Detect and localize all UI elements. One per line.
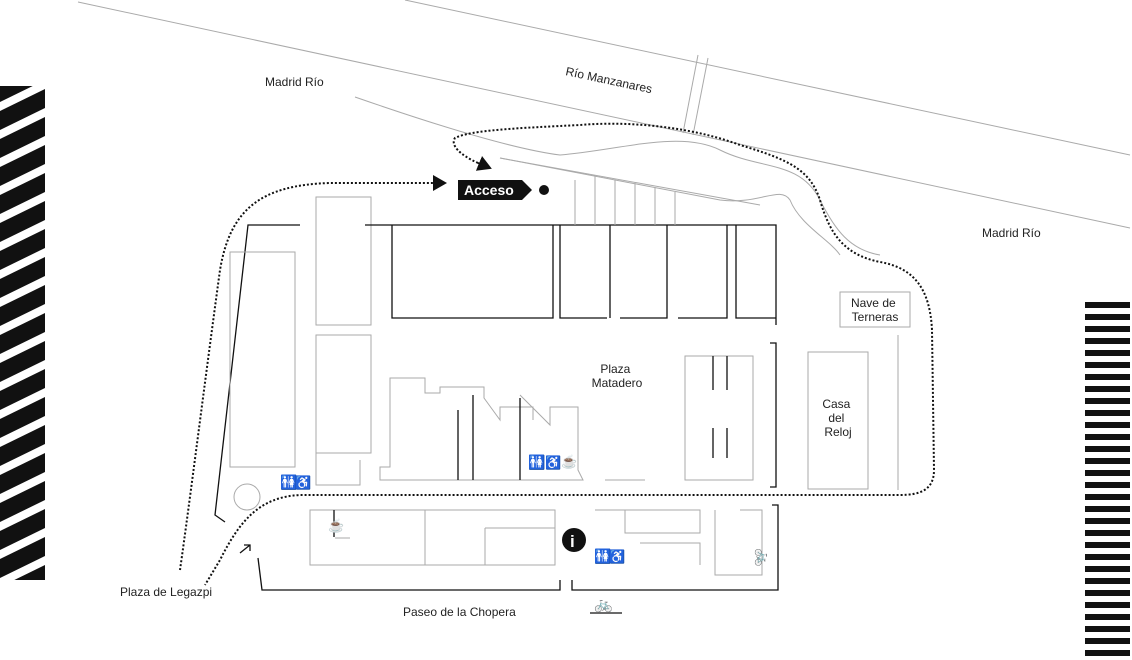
- stripe: [0, 528, 45, 559]
- stripe: [1085, 566, 1130, 572]
- acceso-marker[interactable]: Acceso: [458, 180, 549, 200]
- stripe: [1085, 434, 1130, 440]
- stripe: [1085, 302, 1130, 308]
- stripe: [1085, 578, 1130, 584]
- svg-text:☕: ☕: [561, 453, 577, 469]
- svg-text:♿: ♿: [545, 455, 561, 470]
- stripe: [0, 500, 45, 531]
- stripe: [0, 416, 45, 447]
- bicycle-icon[interactable]: 🚲: [594, 596, 613, 613]
- stripe: [1085, 410, 1130, 416]
- stripe: [1085, 590, 1130, 596]
- stripe: [1085, 314, 1130, 320]
- right-stripe-border: [1085, 302, 1130, 656]
- stripe: [1085, 602, 1130, 608]
- stripe: [0, 276, 45, 307]
- acceso-label: Acceso: [464, 182, 514, 198]
- buildings: [214, 175, 911, 614]
- stripe: [1085, 470, 1130, 476]
- svg-text:🚻: 🚻: [528, 454, 545, 471]
- stripe: [1085, 650, 1130, 656]
- cafe-icon[interactable]: ☕: [561, 453, 577, 469]
- roads: [77, 0, 1131, 256]
- stripe: [1085, 638, 1130, 644]
- stripe: [1085, 398, 1130, 404]
- access-point-icon: [539, 185, 549, 195]
- accessible-icon: ♿: [609, 549, 625, 564]
- svg-text:i: i: [570, 532, 575, 551]
- walking-route: [179, 122, 936, 586]
- stripe: [1085, 422, 1130, 428]
- left-stripe-border: [0, 86, 45, 615]
- stripe: [0, 556, 45, 580]
- svg-text:☕: ☕: [328, 517, 344, 533]
- svg-text:♿: ♿: [295, 475, 311, 490]
- stripe: [0, 220, 45, 251]
- stripe: [1085, 386, 1130, 392]
- svg-text:🚲: 🚲: [754, 548, 771, 567]
- svg-text:🚲: 🚲: [594, 596, 613, 613]
- stripe: [0, 164, 45, 195]
- svg-text:♿: ♿: [609, 549, 625, 564]
- toilets-icon[interactable]: 🚻: [280, 474, 297, 491]
- accessible-icon: ♿: [295, 475, 311, 490]
- stripe: [0, 192, 45, 223]
- stripe: [1085, 530, 1130, 536]
- cafe-icon[interactable]: ☕: [328, 517, 344, 533]
- stripe: [0, 388, 45, 419]
- toilets-icon[interactable]: 🚻: [528, 454, 545, 471]
- stripe: [0, 248, 45, 279]
- stripe: [0, 584, 45, 615]
- stripe: [1085, 326, 1130, 332]
- paseo-de-la-chopera-label: Paseo de la Chopera: [403, 605, 516, 619]
- stripe: [1085, 554, 1130, 560]
- entrance-arrow-icon: [239, 544, 251, 554]
- accessible-icon: ♿: [545, 455, 561, 470]
- stripe: [1085, 458, 1130, 464]
- plaza-matadero-label: Plaza Matadero: [592, 362, 643, 390]
- stripe: [0, 136, 45, 167]
- stripe: [1085, 506, 1130, 512]
- stripe: [1085, 482, 1130, 488]
- stripe: [1085, 614, 1130, 620]
- stripe: [1085, 626, 1130, 632]
- stripe: [1085, 338, 1130, 344]
- stripe: [0, 360, 45, 391]
- madrid-rio-east-label: Madrid Río: [982, 226, 1041, 240]
- stripe: [1085, 446, 1130, 452]
- nave-de-terneras-label: Nave de Terneras: [851, 296, 899, 324]
- stripe: [1085, 542, 1130, 548]
- rio-manzanares-label: Río Manzanares: [564, 64, 653, 96]
- madrid-rio-west-label: Madrid Río: [265, 75, 324, 89]
- svg-text:🚻: 🚻: [594, 548, 611, 565]
- info-icon[interactable]: i: [562, 528, 586, 552]
- stripe: [0, 472, 45, 503]
- casa-del-reloj-label: Casa del Reloj: [822, 397, 853, 439]
- stripe: [1085, 350, 1130, 356]
- stripe: [1085, 374, 1130, 380]
- toilets-icon[interactable]: 🚻: [594, 548, 611, 565]
- stripe: [1085, 518, 1130, 524]
- plaza-de-legazpi-label: Plaza de Legazpi: [120, 585, 212, 599]
- stripe: [0, 86, 45, 111]
- stripe: [0, 444, 45, 475]
- stripe: [1085, 362, 1130, 368]
- stripe: [0, 304, 45, 335]
- stripe: [0, 332, 45, 363]
- svg-text:🚻: 🚻: [280, 474, 297, 491]
- stripe: [1085, 494, 1130, 500]
- bicycle-icon[interactable]: 🚲: [754, 548, 771, 567]
- stripe: [0, 108, 45, 139]
